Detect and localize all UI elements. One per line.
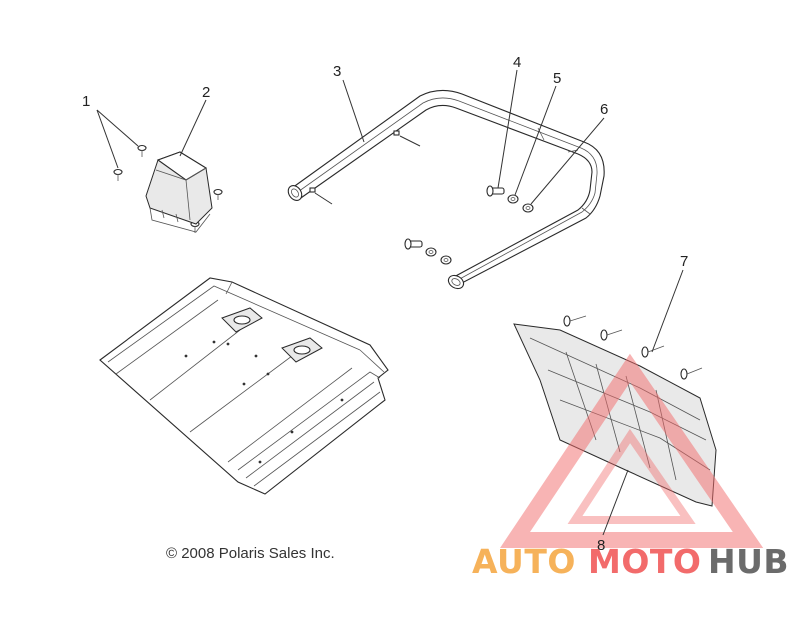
rear-panel-part-8 — [513, 323, 717, 507]
copyright-notice: © 2008 Polaris Sales Inc. — [166, 545, 335, 562]
cover-part-2 — [145, 151, 213, 233]
automotohub-watermark — [500, 353, 764, 548]
callout-2: 2 — [202, 84, 210, 101]
callout-7: 7 — [680, 253, 688, 270]
deck-frame — [99, 277, 389, 495]
watermark-moto: MOTO — [588, 542, 701, 581]
watermark-text: AUTO MOTO HUB — [472, 542, 789, 581]
callout-1: 1 — [82, 93, 90, 110]
leader-lines — [96, 69, 684, 536]
callout-5: 5 — [553, 70, 561, 87]
bolts-washers-parts-4-6 — [404, 185, 534, 265]
rivets-part-7 — [563, 315, 703, 380]
watermark-hub: HUB — [708, 542, 789, 581]
watermark-auto: AUTO — [472, 542, 576, 581]
callout-6: 6 — [600, 101, 608, 118]
callout-8: 8 — [597, 537, 605, 554]
grab-bar-part-3 — [287, 89, 605, 290]
callout-4: 4 — [513, 54, 521, 71]
callout-labels: 1 2 3 4 5 6 7 8 — [82, 54, 688, 554]
callout-3: 3 — [333, 63, 341, 80]
